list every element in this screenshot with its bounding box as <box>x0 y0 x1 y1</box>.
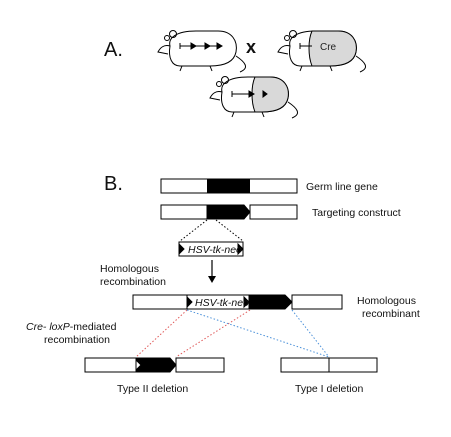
type1-guides <box>186 309 330 358</box>
homologous-recombinant-label-1: Homologous <box>357 295 416 307</box>
down-arrow-icon <box>208 260 216 283</box>
type2-guides <box>135 309 251 358</box>
cross-symbol: x <box>246 37 256 57</box>
homologous-recombination-label-1: Homologous <box>100 263 159 275</box>
germ-line-gene-label: Germ line gene <box>306 181 378 193</box>
cre-lox-label-2: recombination <box>44 334 110 346</box>
targeting-construct-label: Targeting construct <box>312 207 401 219</box>
targeting-construct <box>160 204 298 220</box>
panel-b-label: B. <box>104 173 123 195</box>
cre-label: Cre <box>320 42 337 53</box>
panel-a-label: A. <box>104 39 123 61</box>
mouse-cre-icon <box>277 30 366 73</box>
hsv-tk-neo-cassette <box>178 241 244 257</box>
type1-deletion <box>280 357 378 373</box>
type1-deletion-label: Type I deletion <box>295 383 363 395</box>
insertion-guides <box>179 219 244 242</box>
type2-deletion <box>84 357 225 373</box>
hsv-tk-neo-label: HSV-tk-neo <box>188 244 242 256</box>
cre-lox-label-1: Cre- loxP-mediated <box>26 321 117 333</box>
homologous-recombinant <box>132 294 343 310</box>
mouse-icon <box>157 30 246 73</box>
cre-lox-rest: -mediated <box>70 321 117 333</box>
hsv-tk-neo-recombinant-label: HSV-tk-neo <box>195 297 249 309</box>
cre-lox-italic: Cre- loxP <box>26 321 70 333</box>
homologous-recombinant-label-2: recombinant <box>362 308 420 320</box>
mouse-offspring-icon <box>209 76 298 119</box>
germ-line-gene <box>160 178 298 194</box>
type2-deletion-label: Type II deletion <box>117 383 188 395</box>
homologous-recombination-label-2: recombination <box>100 276 166 288</box>
